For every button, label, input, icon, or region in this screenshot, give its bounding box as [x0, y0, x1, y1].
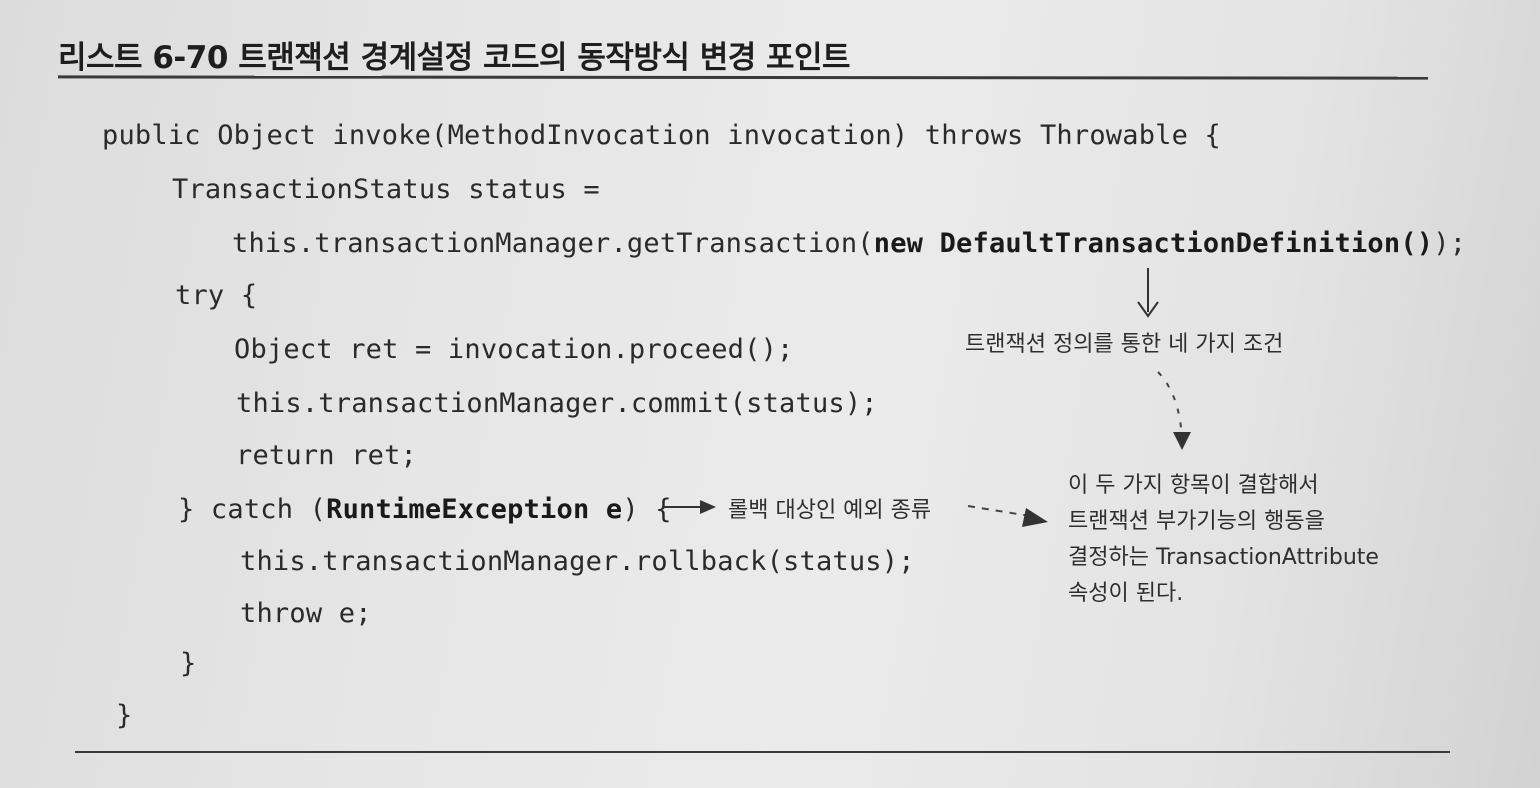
rollback-dashed-arrow	[967, 505, 1048, 527]
bottom-rule	[75, 751, 1450, 753]
combined-note-line-1: 이 두 가지 항목이 결합해서	[1068, 473, 1319, 498]
code-line-9: this.transactionManager.rollback(status)…	[240, 546, 915, 577]
code-line-1: public Object invoke(MethodInvocation in…	[102, 120, 1221, 151]
code-get-transaction: this.transactionManager.getTransaction(	[232, 228, 874, 259]
code-line-2: TransactionStatus status =	[172, 174, 600, 205]
code-default-definition: new DefaultTransactionDefinition()	[873, 228, 1434, 259]
rollback-right-arrow	[664, 500, 716, 514]
code-line-5: Object ret = invocation.proceed();	[234, 334, 794, 365]
code-line-7: return ret;	[236, 440, 418, 471]
code-line-3: this.transactionManager.getTransaction(n…	[232, 228, 1466, 259]
code-line-6: this.transactionManager.commit(status);	[236, 388, 878, 419]
code-line-4: try {	[175, 280, 258, 311]
code-runtime-exception: RuntimeException e	[326, 494, 623, 525]
code-catch: } catch (	[178, 494, 327, 525]
code-line3-end: );	[1433, 228, 1467, 259]
combined-note: 이 두 가지 항목이 결합해서 트랜잭션 부가기능의 행동을 결정하는 Tran…	[1068, 468, 1379, 612]
listing-title: 리스트 6-70 트랜잭션 경계설정 코드의 동작방식 변경 포인트	[58, 40, 851, 76]
definition-down-arrow	[1137, 268, 1159, 318]
rollback-note: 롤백 대상인 예외 종류	[728, 498, 932, 523]
definition-dashed-arrow	[1157, 371, 1191, 450]
code-line-8: } catch (RuntimeException e) {	[178, 494, 672, 525]
combined-note-line-4: 속성이 된다.	[1068, 581, 1184, 606]
combined-note-line-2: 트랜잭션 부가기능의 행동을	[1068, 509, 1325, 534]
code-line8-end: ) {	[622, 494, 672, 525]
code-line-10: throw e;	[240, 598, 372, 629]
code-line-12: }	[116, 700, 133, 731]
combined-note-line-3: 결정하는 TransactionAttribute	[1068, 545, 1379, 570]
definition-note: 트랜잭션 정의를 통한 네 가지 조건	[965, 332, 1284, 357]
code-line-11: }	[180, 648, 197, 679]
